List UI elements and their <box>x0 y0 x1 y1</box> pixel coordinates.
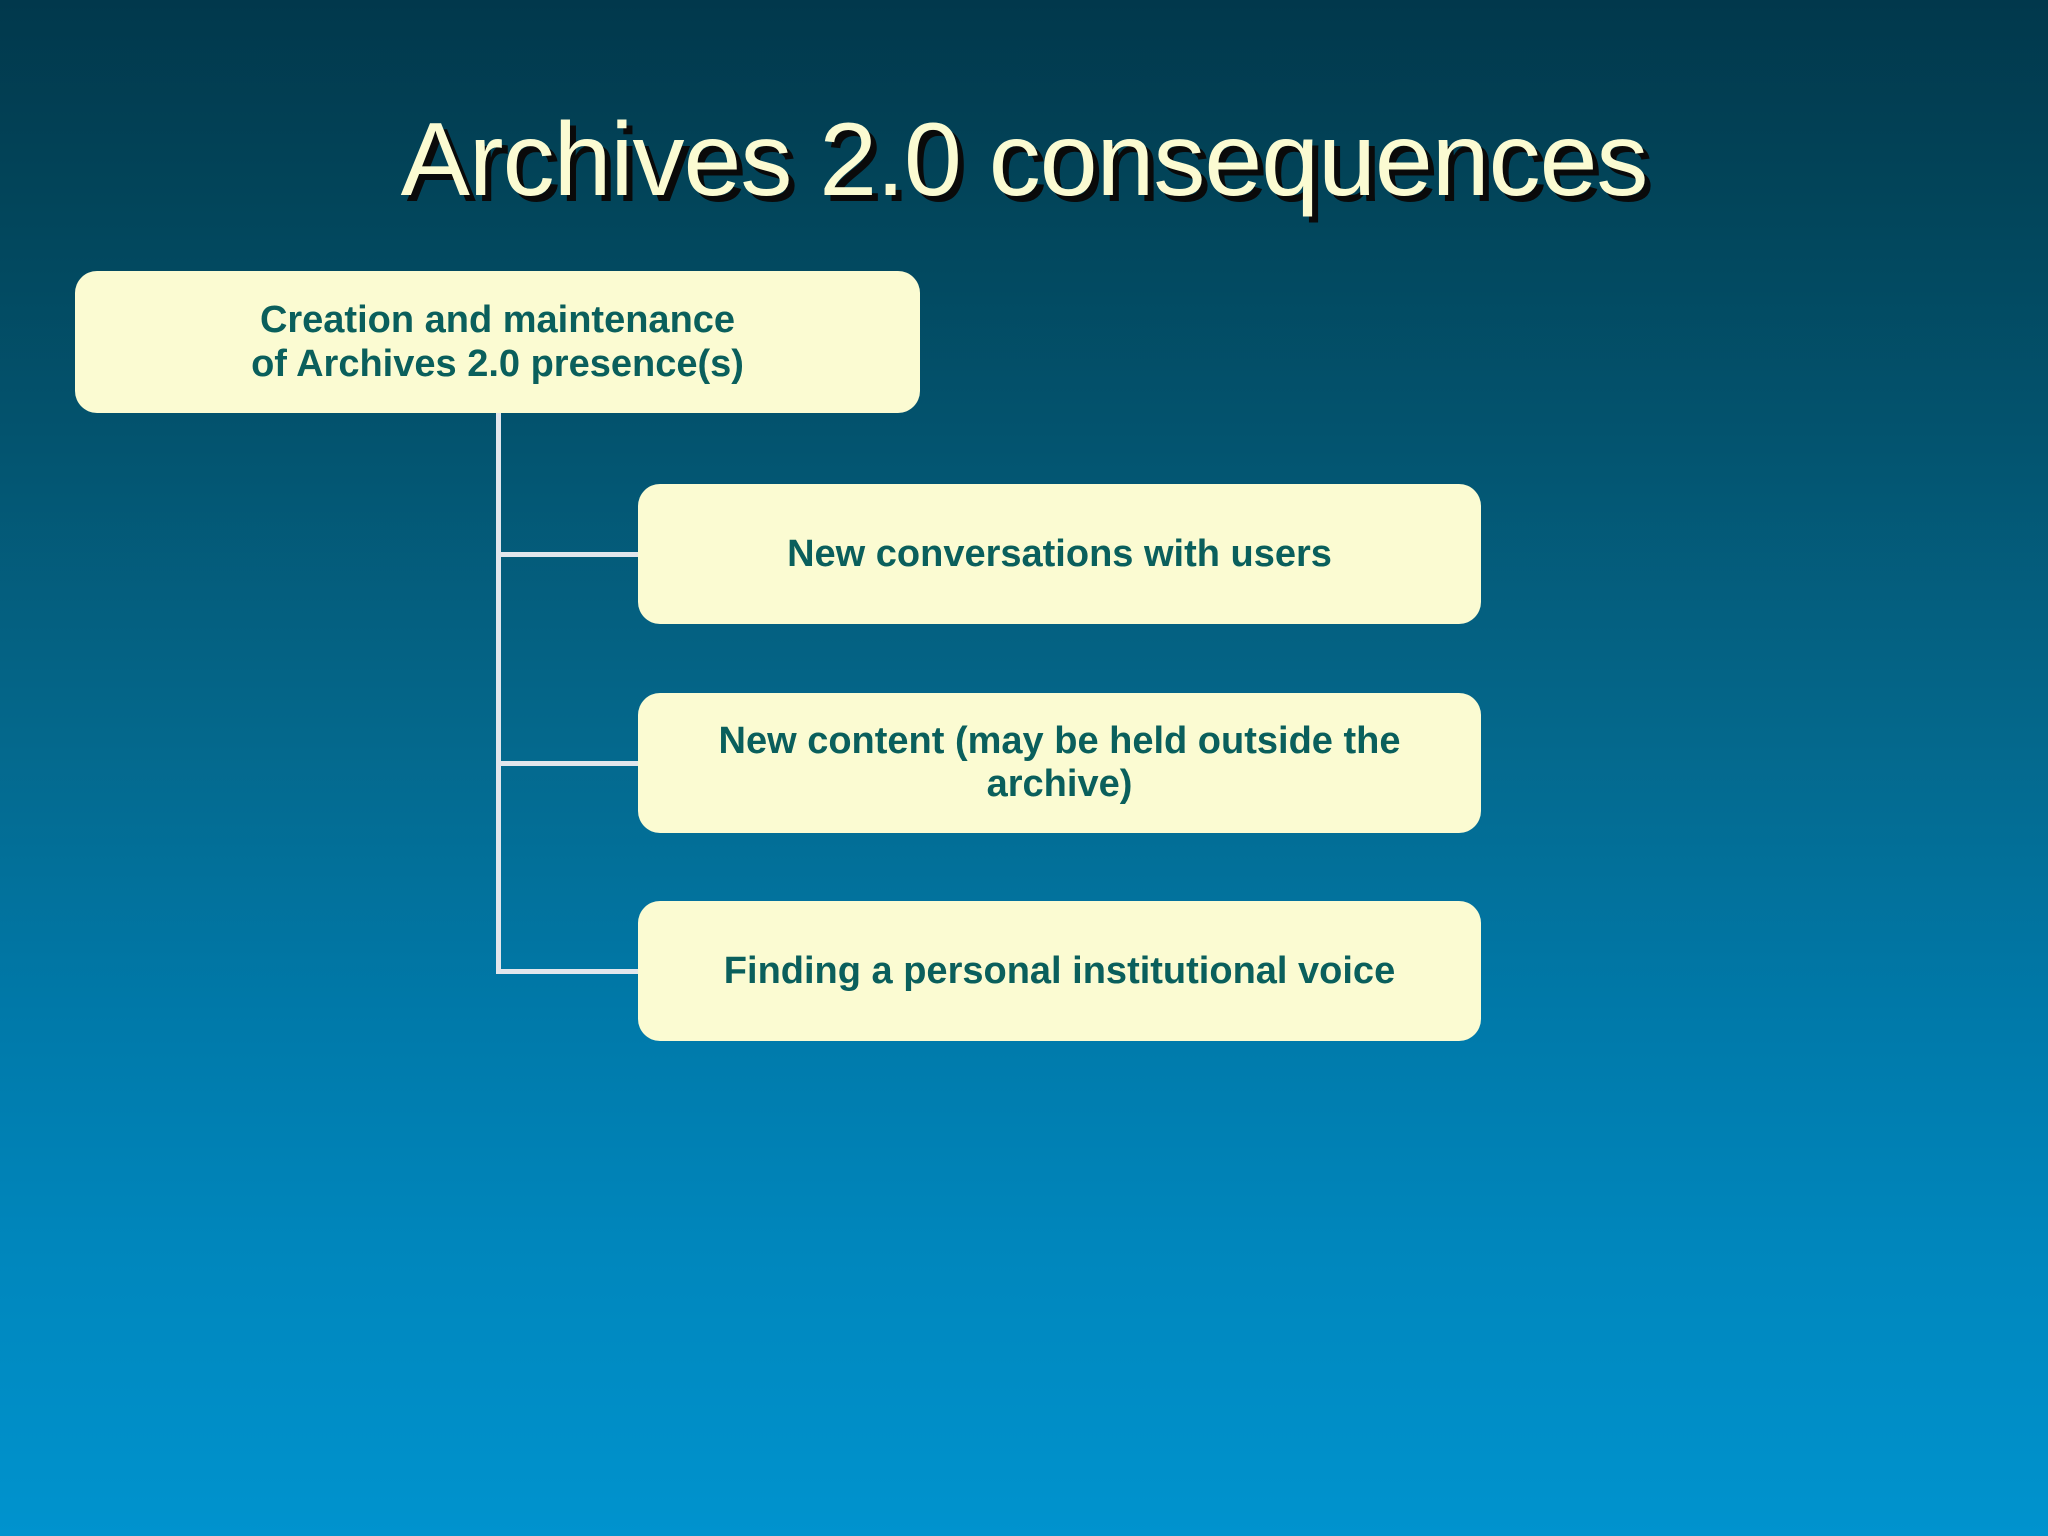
diagram-node-voice[interactable]: Finding a personal institutional voice <box>638 901 1481 1041</box>
connector-branch-voice <box>496 969 642 974</box>
connector-branch-content <box>496 761 642 766</box>
connector-vertical-spine <box>496 413 501 973</box>
diagram-node-root-label: Creation and maintenance of Archives 2.0… <box>251 298 744 385</box>
diagram-node-voice-label: Finding a personal institutional voice <box>723 949 1396 992</box>
diagram-node-conversations[interactable]: New conversations with users <box>638 484 1481 624</box>
diagram-node-conversations-label: New conversations with users <box>787 532 1332 575</box>
diagram-node-content-label: New content (may be held outside the arc… <box>718 720 1401 805</box>
diagram-node-root[interactable]: Creation and maintenance of Archives 2.0… <box>75 271 920 413</box>
diagram-node-content[interactable]: New content (may be held outside the arc… <box>638 693 1481 833</box>
connector-branch-conversations <box>496 552 642 557</box>
page-title: Archives 2.0 consequences <box>400 102 1649 218</box>
